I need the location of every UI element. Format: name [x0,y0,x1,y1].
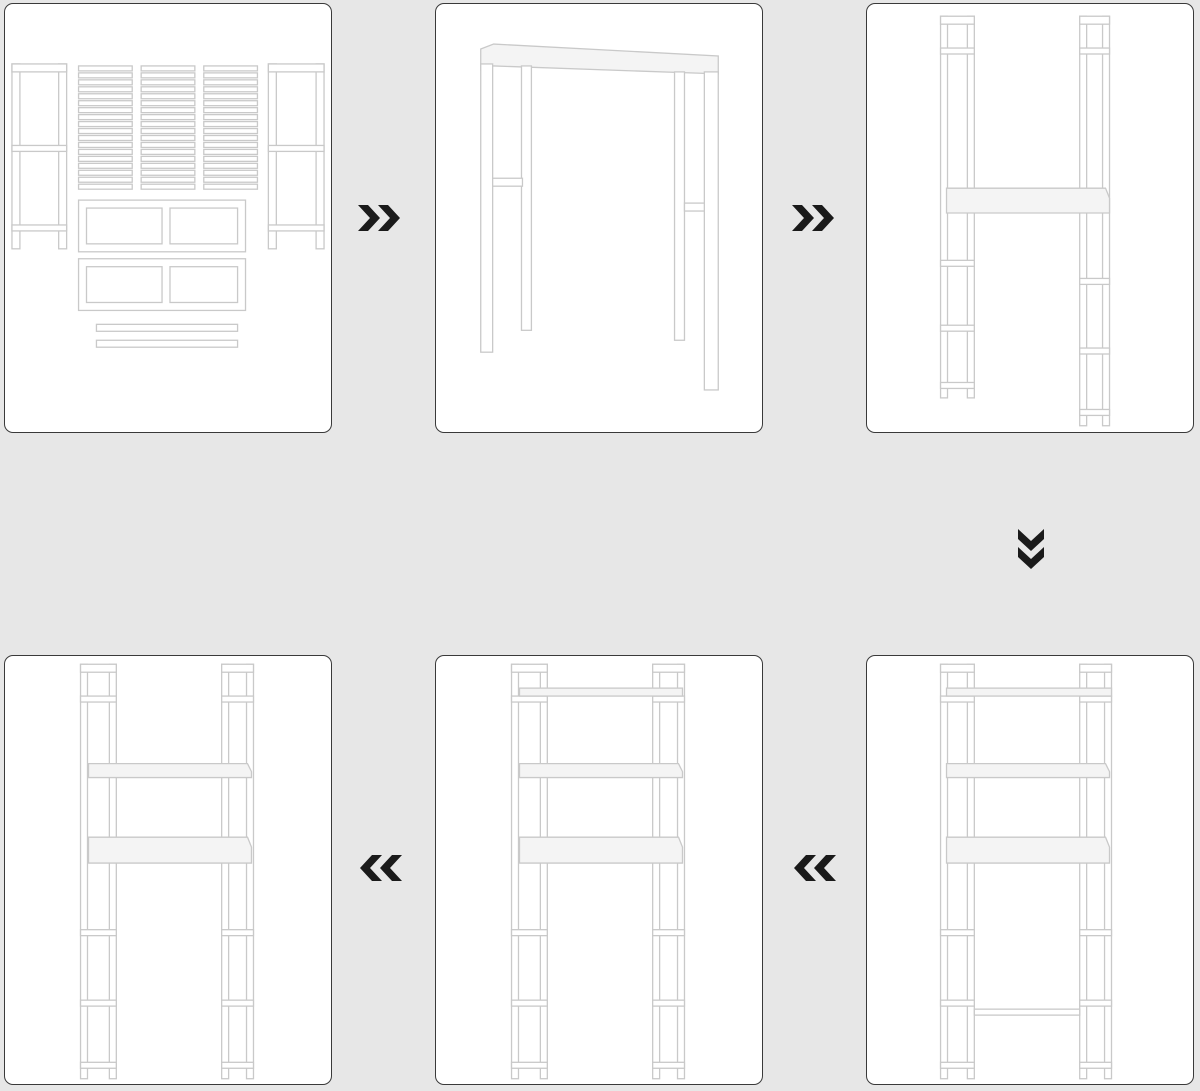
step-3-uprights-panel [866,3,1194,433]
parts-illustration [11,63,325,348]
base-frame-illustration [480,43,719,391]
shelf-frame-2 [77,258,247,312]
step-2-base-frame-panel [435,3,763,433]
step-6-complete-panel [4,655,332,1085]
side-upright [1079,663,1113,1080]
side-upright [652,663,686,1080]
side-frame-right [267,63,325,250]
shelf-frame-1 [77,199,247,253]
step-4-rods-panel [866,655,1194,1085]
side-upright [1079,15,1111,427]
rack-with-rods-illustration [939,663,1113,1080]
complete-rack-illustration [79,663,255,1080]
slatted-panels [77,65,259,190]
chevron-left-icon [356,853,404,883]
side-upright [79,663,117,1080]
rod-1 [95,323,239,332]
side-upright [510,663,548,1080]
bottom-rod [973,1008,1081,1016]
side-frame-left [11,63,68,250]
chevron-right-icon [356,203,404,233]
step-5-shelves-panel [435,655,763,1085]
side-upright [939,663,975,1080]
rod-2 [95,339,239,348]
chevron-left-icon [790,853,838,883]
chevron-down-icon [1016,527,1046,573]
chevron-right-icon [790,203,838,233]
side-upright [221,663,255,1080]
rack-three-shelves-illustration [510,663,686,1080]
step-1-parts-panel [4,3,332,433]
uprights-illustration [939,15,1111,427]
